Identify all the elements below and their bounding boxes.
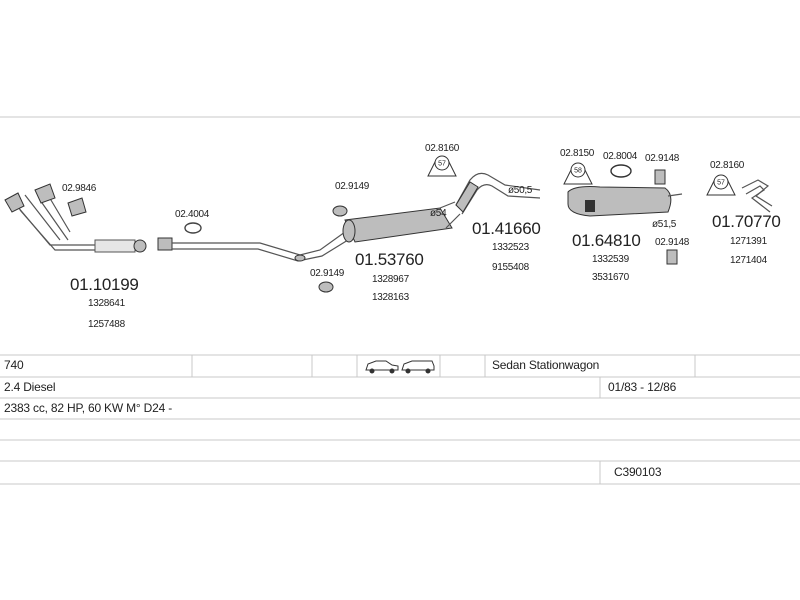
clamp-icon — [434, 155, 450, 171]
accessory-label: 02.4004 — [175, 209, 210, 220]
svg-text:57: 57 — [717, 180, 725, 187]
svg-text:58: 58 — [574, 168, 582, 175]
diameter-label: ø54 — [430, 208, 447, 219]
flange-icon — [34, 183, 56, 204]
gasket-icon — [184, 222, 202, 234]
accessory-label: 02.9149 — [335, 181, 370, 192]
flange-icon — [133, 239, 147, 253]
bracket-icon — [654, 169, 666, 185]
accessory-label: 02.8004 — [603, 151, 638, 162]
clamp-icon — [157, 237, 173, 251]
gasket-icon — [67, 197, 87, 217]
ref-number: 1328163 — [372, 292, 410, 303]
silencer-body — [567, 186, 672, 217]
svg-text:57: 57 — [438, 161, 446, 168]
middle-silencer — [172, 201, 461, 293]
stationwagon-icon — [401, 360, 435, 374]
bracket-icon — [666, 249, 678, 265]
gasket-02-4004 — [157, 222, 202, 251]
hanger-icon — [332, 205, 348, 217]
part-number: 01.10199 — [70, 275, 139, 294]
ref-number: 1257488 — [88, 319, 126, 330]
intermediate-pipe: 57 — [427, 155, 541, 215]
accessory-label: 02.8160 — [710, 160, 745, 171]
accessory-label: 02.9846 — [62, 183, 97, 194]
ref-number: 1328967 — [372, 274, 410, 285]
model-cell: 740 — [4, 358, 24, 372]
spec-cell: 2383 cc, 82 HP, 60 KW M° D24 - — [4, 401, 172, 415]
front-pipe — [4, 183, 147, 253]
sedan-icon — [365, 360, 399, 374]
ref-number: 1332523 — [492, 242, 530, 253]
diameter-label: ø50,5 — [508, 185, 533, 196]
accessory-label: 02.9148 — [655, 237, 690, 248]
ref-number: 1271391 — [730, 236, 768, 247]
accessory-label: 02.8160 — [425, 143, 460, 154]
accessory-label: 02.9148 — [645, 153, 680, 164]
part-number: 01.53760 — [355, 250, 424, 269]
part-number: 01.64810 — [572, 231, 641, 250]
part-labels: 02.9846 01.10199 1328641 1257488 02.4004… — [62, 143, 781, 330]
ref-number: 3531670 — [592, 272, 630, 283]
accessory-label: 02.9149 — [310, 268, 345, 279]
flange-icon — [4, 192, 25, 213]
tail-pipe: 57 — [706, 174, 773, 213]
part-number: 01.70770 — [712, 212, 781, 231]
hanger-icon — [318, 281, 334, 293]
diameter-label: ø51,5 — [652, 219, 677, 230]
clamp-icon — [713, 174, 729, 190]
part-number: 01.41660 — [472, 219, 541, 238]
ref-number: 9155408 — [492, 262, 530, 273]
body-type-cell: Sedan Stationwagon — [492, 358, 600, 372]
ref-number: 1271404 — [730, 255, 768, 266]
ref-number: 1328641 — [88, 298, 126, 309]
gasket-icon — [610, 164, 632, 178]
code-cell: C390103 — [614, 465, 662, 479]
engine-cell: 2.4 Diesel — [4, 380, 56, 394]
years-cell: 01/83 - 12/86 — [608, 380, 677, 394]
info-table-grid — [0, 354, 800, 485]
ref-number: 1332539 — [592, 254, 630, 265]
rear-silencer: 58 — [563, 162, 683, 265]
accessory-label: 02.8150 — [560, 148, 595, 159]
clamp-icon — [570, 162, 586, 178]
